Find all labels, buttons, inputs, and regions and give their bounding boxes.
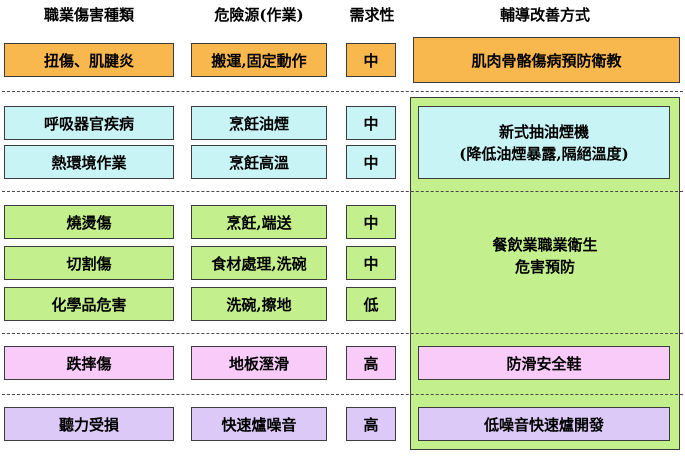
demand-box: 中 (346, 205, 396, 239)
hazard-box: 切割傷 (4, 246, 174, 280)
source-box: 地板溼滑 (191, 346, 327, 380)
header-hazard-type: 職業傷害種類 (43, 6, 134, 24)
demand-box: 低 (346, 287, 396, 321)
solution-musculoskeletal: 肌肉骨骼傷病預防衛教 (413, 37, 680, 83)
section-divider (2, 333, 683, 334)
source-box: 食材處理,洗碗 (191, 246, 327, 280)
solution-catering-hygiene: 餐飲業職業衛生 危害預防 (492, 236, 598, 276)
section-divider (2, 394, 683, 395)
demand-box: 中 (346, 145, 396, 179)
section-divider (2, 191, 683, 192)
solution-low-noise-stove: 低噪音快速爐開發 (418, 407, 670, 441)
hazard-box: 聽力受損 (4, 407, 174, 441)
hazard-box: 燒燙傷 (4, 205, 174, 239)
section-divider (2, 91, 683, 92)
solution-range-hood: 新式抽油煙機 (降低油煙暴露,隔絕溫度) (418, 106, 670, 179)
demand-box: 中 (346, 106, 396, 140)
hazard-box: 跌摔傷 (4, 346, 174, 380)
hazard-box: 呼吸器官疾病 (4, 106, 174, 140)
header-hazard-source: 危險源(作業) (214, 6, 304, 24)
hazard-box: 化學品危害 (4, 287, 174, 321)
source-box: 搬運,固定動作 (191, 43, 327, 77)
demand-box: 高 (346, 407, 396, 441)
source-box: 烹飪油煙 (191, 106, 327, 140)
source-box: 烹飪高溫 (191, 145, 327, 179)
demand-box: 中 (346, 43, 396, 77)
hazard-box: 扭傷、肌腱炎 (4, 43, 174, 77)
header-improvement: 輔導改善方式 (499, 6, 590, 24)
demand-box: 中 (346, 246, 396, 280)
source-box: 快速爐噪音 (191, 407, 327, 441)
hazard-box: 熱環境作業 (4, 145, 174, 179)
source-box: 洗碗,擦地 (191, 287, 327, 321)
header-demand: 需求性 (349, 6, 395, 24)
solution-anti-slip-shoes: 防滑安全鞋 (418, 346, 670, 380)
demand-box: 高 (346, 346, 396, 380)
source-box: 烹飪,端送 (191, 205, 327, 239)
